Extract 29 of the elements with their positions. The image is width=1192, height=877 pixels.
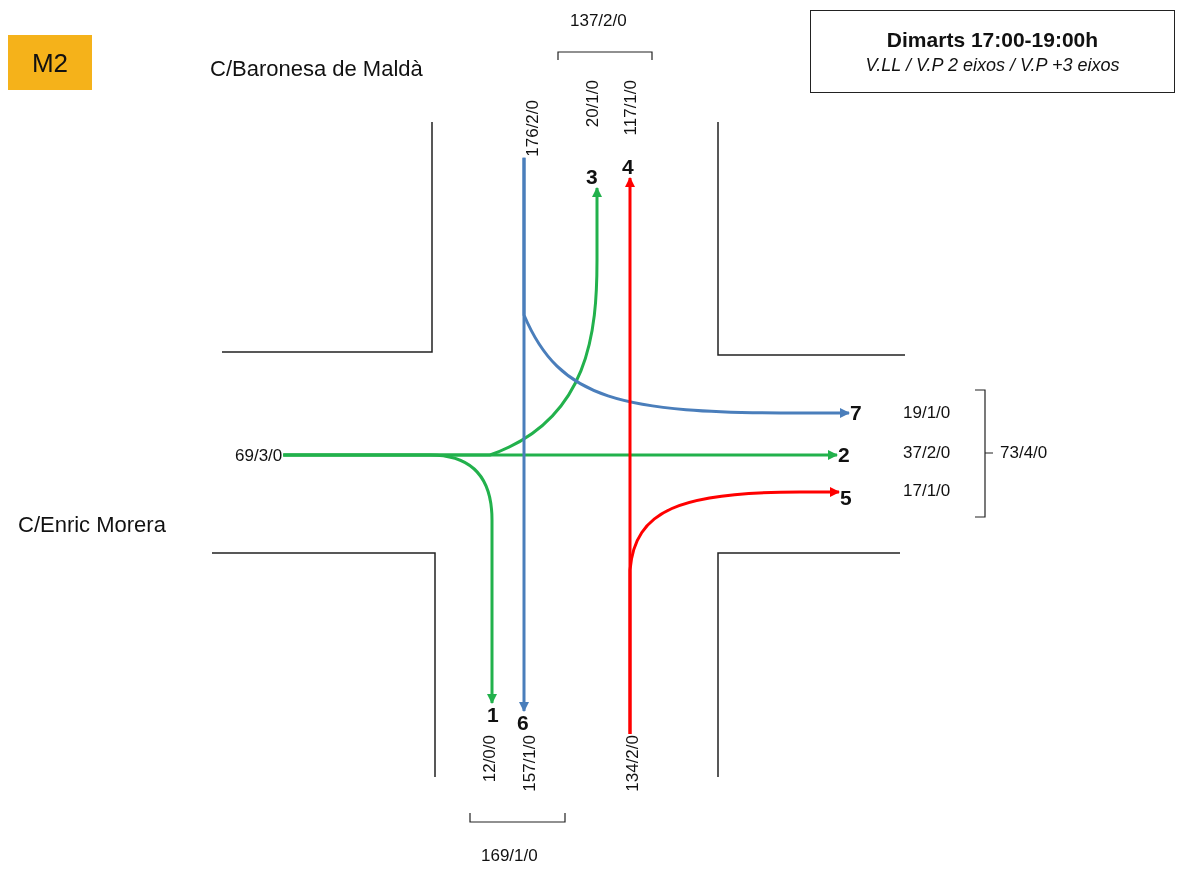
- traffic-count: 169/1/0: [481, 847, 538, 864]
- street-name: C/Baronesa de Maldà: [210, 58, 423, 80]
- traffic-count: 20/1/0: [584, 80, 601, 128]
- traffic-count: 19/1/0: [903, 404, 951, 421]
- movement-number: 4: [622, 156, 634, 177]
- movement-number: 1: [487, 704, 499, 725]
- traffic-count: 134/2/0: [624, 735, 641, 792]
- traffic-count: 117/1/0: [622, 80, 639, 136]
- flow-arrow: [283, 187, 602, 457]
- flow-arrow: [628, 487, 840, 734]
- movement-number: 7: [850, 402, 862, 423]
- time-period-box: [810, 10, 1175, 93]
- movement-number: 3: [586, 166, 598, 187]
- traffic-count: 176/2/0: [524, 100, 541, 157]
- traffic-count: 137/2/0: [570, 12, 627, 29]
- traffic-count: 73/4/0: [1000, 444, 1048, 461]
- movement-number: 6: [517, 712, 529, 733]
- time-period-heading: Dimarts 17:00-19:00h: [886, 29, 1099, 50]
- traffic-count: 69/3/0: [235, 447, 283, 464]
- traffic-count: 12/0/0: [481, 735, 498, 783]
- traffic-count: 17/1/0: [903, 482, 951, 499]
- traffic-count: 157/1/0: [521, 735, 538, 792]
- movement-number: 5: [840, 487, 852, 508]
- flow-arrow: [522, 157, 850, 418]
- traffic-count: 37/2/0: [903, 444, 951, 461]
- vehicle-types-text: V.LL / V.P 2 eixos / V.P +3 eixos: [865, 56, 1120, 74]
- street-name: C/Enric Morera: [18, 514, 166, 536]
- movement-number: 2: [838, 444, 850, 465]
- station-badge: M2: [8, 35, 92, 90]
